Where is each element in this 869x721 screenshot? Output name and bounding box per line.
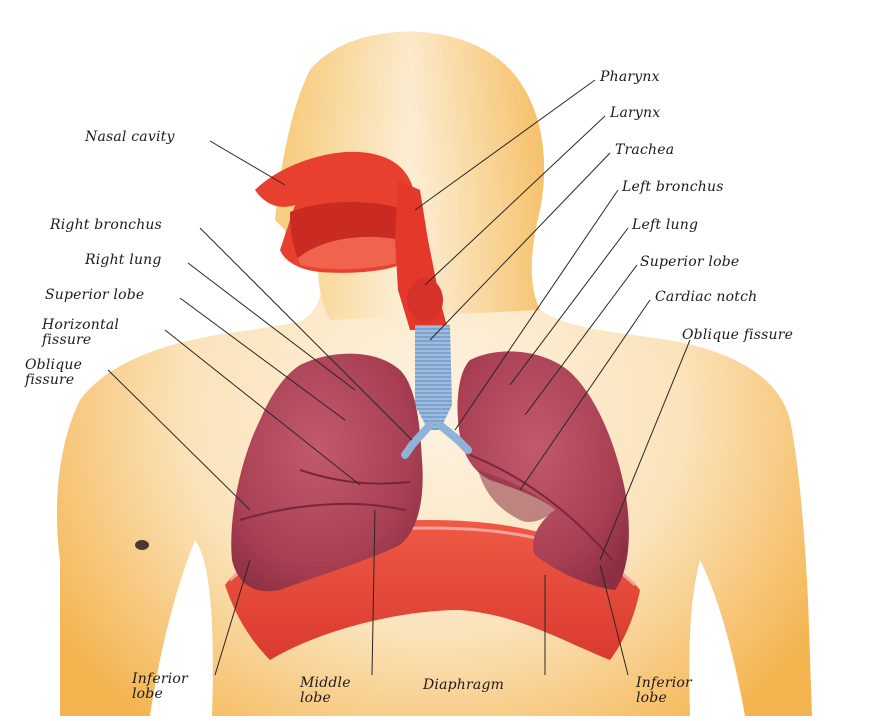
label-horizontal-fissure-line2: fissure [42, 333, 119, 348]
label-right-superior-lobe: Superior lobe [45, 288, 144, 303]
label-middle-lobe-line1: Middle [300, 676, 351, 691]
label-pharynx: Pharynx [600, 70, 660, 85]
leader-nasal-cavity [210, 141, 285, 185]
label-horizontal-fissure-line1: Horizontal [42, 318, 119, 333]
label-left-inferior-lobe-line2: lobe [636, 691, 692, 706]
label-trachea: Trachea [615, 143, 674, 158]
label-larynx: Larynx [610, 106, 660, 121]
label-right-inferior-lobe: Inferior lobe [132, 672, 188, 702]
label-right-oblique-fissure-line1: Oblique [25, 358, 82, 373]
label-right-lung: Right lung [85, 253, 162, 268]
label-right-inferior-lobe-line1: Inferior [132, 672, 188, 687]
label-nasal-cavity: Nasal cavity [85, 130, 175, 145]
skin-mark [135, 540, 149, 550]
label-left-superior-lobe: Superior lobe [640, 255, 739, 270]
label-left-oblique-fissure: Oblique fissure [682, 328, 793, 343]
label-right-bronchus: Right bronchus [50, 218, 162, 233]
label-middle-lobe: Middle lobe [300, 676, 351, 706]
label-horizontal-fissure: Horizontal fissure [42, 318, 119, 348]
label-right-oblique-fissure-line2: fissure [25, 373, 82, 388]
label-diaphragm: Diaphragm [423, 678, 504, 693]
label-middle-lobe-line2: lobe [300, 691, 351, 706]
label-left-bronchus: Left bronchus [622, 180, 724, 195]
label-left-inferior-lobe-line1: Inferior [636, 676, 692, 691]
label-left-lung: Left lung [632, 218, 698, 233]
label-right-oblique-fissure: Oblique fissure [25, 358, 82, 388]
label-right-inferior-lobe-line2: lobe [132, 687, 188, 702]
label-cardiac-notch: Cardiac notch [655, 290, 757, 305]
trachea-shape [415, 325, 452, 430]
label-left-inferior-lobe: Inferior lobe [636, 676, 692, 706]
